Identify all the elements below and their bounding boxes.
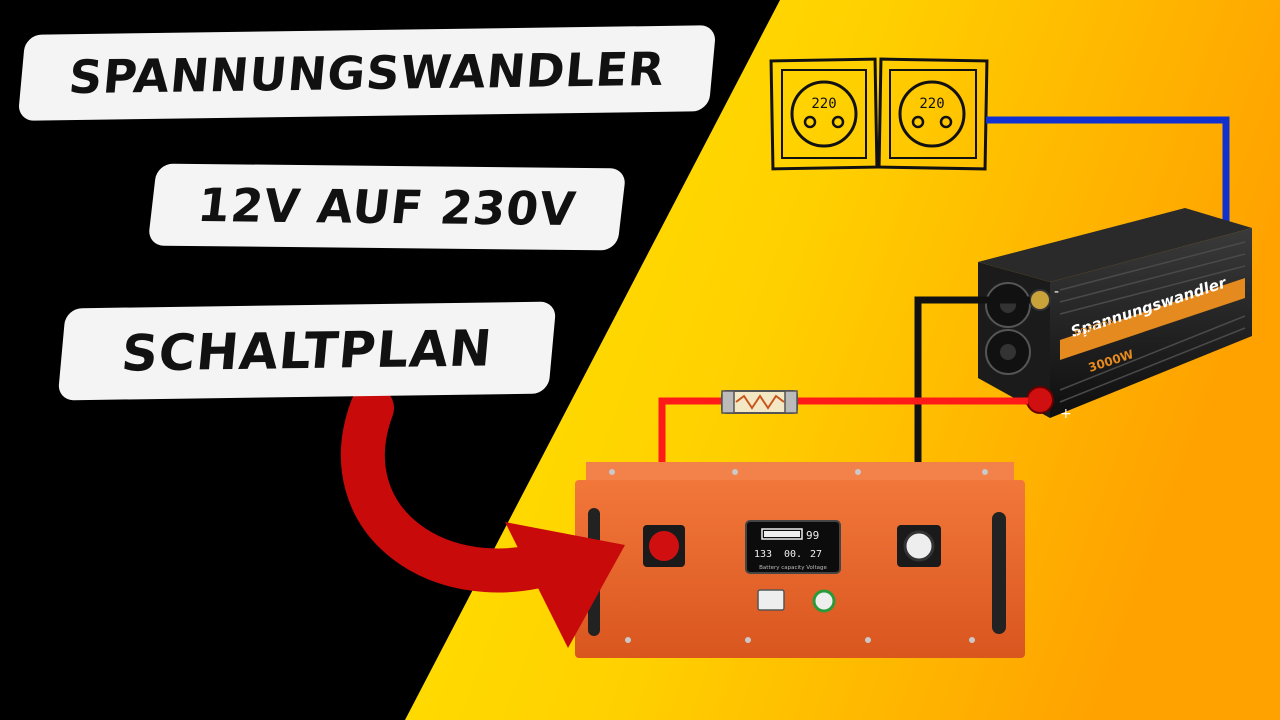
battery: 99 133 00. 27 Battery capacity Voltage [575,462,1025,658]
plan-text: SCHALTPLAN [119,319,495,383]
inverter-minus-sign: - [1054,284,1059,300]
display-left: 133 [754,549,772,560]
wall-socket-right: 220 [877,57,989,171]
black-negative-wire [914,296,1030,540]
socket-label-left: 220 [811,96,836,112]
red-arrow [340,386,625,648]
title-text: SPANNUNGSWANDLER [66,41,668,105]
socket-label-right: 220 [919,96,944,112]
display-mid: 00. [784,549,802,560]
inverter-fan-top [985,282,1031,328]
inverter-fan-bottom [985,329,1031,375]
battery-power-button [812,589,836,613]
subtitle-text: 12V AUF 230V [194,178,580,236]
battery-negative-terminal [897,525,941,567]
inverter-positive-terminal [1026,386,1054,414]
inverter-negative-terminal [1029,289,1051,311]
display-percent: 99 [806,529,819,542]
title-label: SPANNUNGSWANDLER [17,25,717,121]
wall-socket-left: 220 [769,57,879,171]
blue-ac-wire [986,116,1230,222]
battery-positive-terminal [643,525,685,567]
inverter-plus-sign: + [1060,406,1072,422]
battery-handle-right [992,512,1006,634]
subtitle-label: 12V AUF 230V [147,163,627,251]
fuse [721,390,798,414]
battery-display: 99 133 00. 27 Battery capacity Voltage [745,520,841,574]
display-right: 27 [810,549,822,560]
inverter-orange-band [1060,278,1245,360]
plan-label: SCHALTPLAN [57,301,557,401]
battery-network-port [757,589,785,611]
display-caption: Battery capacity Voltage [759,565,827,571]
inverter-top [978,208,1252,282]
